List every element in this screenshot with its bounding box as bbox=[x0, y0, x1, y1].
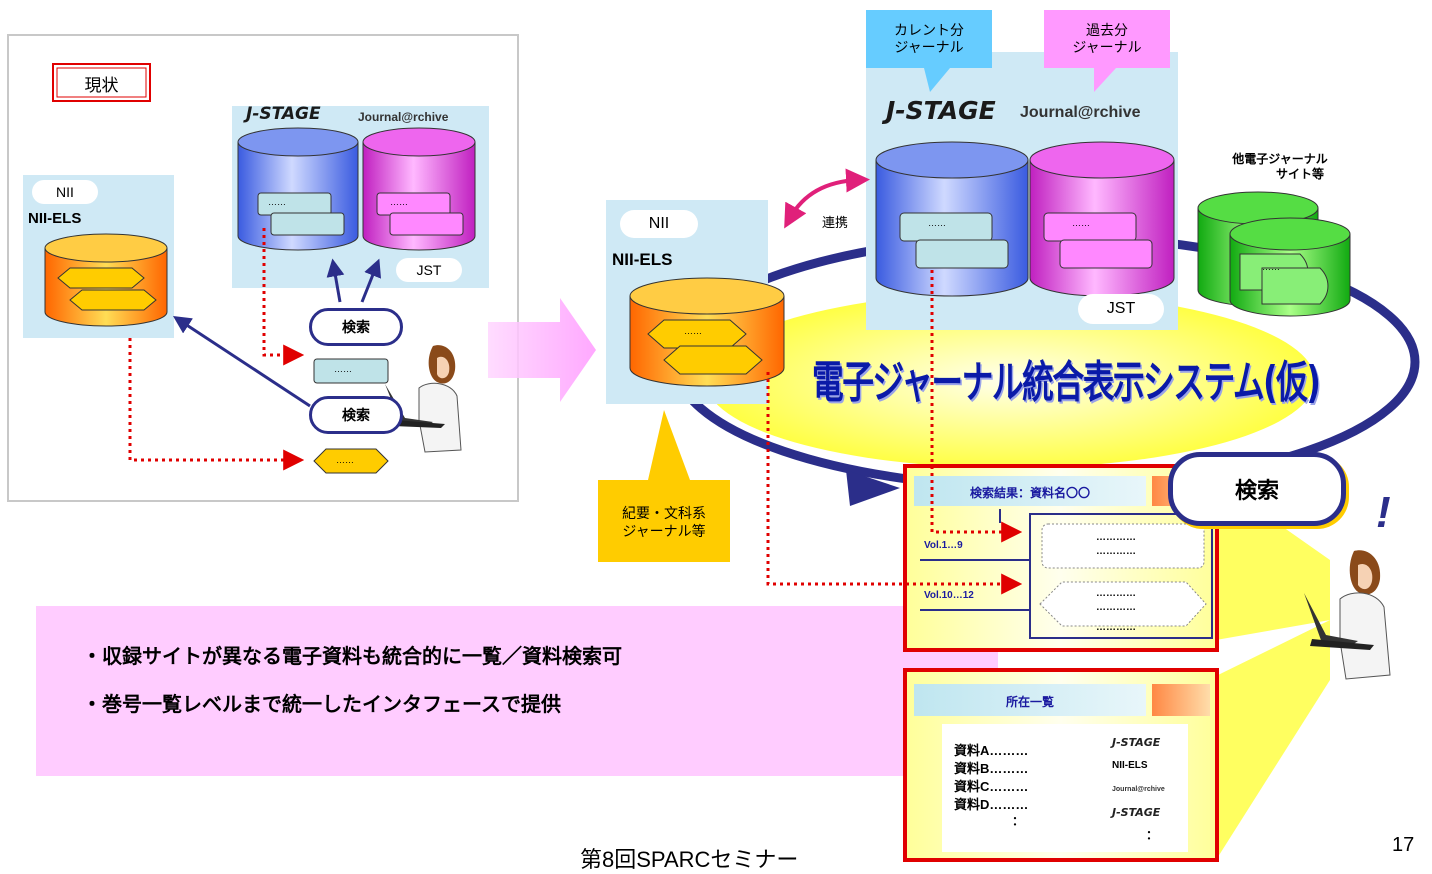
link-label: 連携 bbox=[822, 215, 849, 230]
bullet-1: ・収録サイトが異なる電子資料も統合的に一覧／資料検索可 bbox=[82, 646, 622, 668]
callout-past-text: 過去分 ジャーナル bbox=[1072, 22, 1142, 55]
callout-current-text: カレント分 ジャーナル bbox=[894, 22, 964, 55]
seminar-footer: 第8回SPARCセミナー bbox=[580, 847, 799, 872]
result-card-left bbox=[313, 358, 389, 384]
jst-label-right: JST bbox=[1106, 300, 1136, 317]
page-number: 17 bbox=[1392, 834, 1415, 856]
vol-range-2[interactable]: Vol.10…12 bbox=[924, 590, 974, 601]
person-right bbox=[1304, 550, 1391, 680]
holdings-source-b[interactable]: NII-ELS bbox=[1112, 760, 1148, 771]
holdings-source-a[interactable]: J-STAGE bbox=[1112, 736, 1161, 749]
db-entry-dots: …… bbox=[928, 218, 946, 228]
db-entry-dots: …… bbox=[684, 326, 702, 336]
status-frame bbox=[52, 63, 151, 102]
jst-label-left: JST bbox=[416, 262, 442, 278]
search-button-right[interactable]: 検索 bbox=[1168, 452, 1346, 526]
holdings-ellipsis: ： bbox=[1146, 828, 1159, 842]
link-arrow bbox=[784, 168, 870, 229]
nii-badge-right bbox=[620, 210, 698, 238]
result-dots: ………… bbox=[1096, 602, 1136, 613]
holdings-row-c[interactable]: 資料C……… bbox=[954, 779, 1029, 794]
results-title: 検索結果：資料名〇〇 bbox=[969, 486, 1090, 500]
holdings-source-c[interactable]: Journal@rchive bbox=[1112, 786, 1165, 793]
jst-badge-right bbox=[1078, 294, 1164, 324]
holdings-title: 所在一覧 bbox=[1005, 695, 1054, 709]
holdings-row-a[interactable]: 資料A……… bbox=[954, 743, 1029, 758]
jst-badge-left bbox=[396, 258, 462, 282]
nii-label-left: NII bbox=[56, 184, 74, 200]
holdings-row-b[interactable]: 資料B……… bbox=[954, 761, 1029, 776]
holdings-row-d[interactable]: 資料D……… bbox=[954, 797, 1029, 812]
status-label: 現状 bbox=[84, 76, 119, 95]
vol-range-1[interactable]: Vol.1…9 bbox=[924, 540, 963, 551]
archive-logo-right: Journal@rchive bbox=[1020, 104, 1141, 121]
search-button-left-bottom[interactable]: 検索 bbox=[309, 396, 403, 434]
bullets-band bbox=[36, 606, 998, 776]
person-left bbox=[385, 345, 462, 453]
result-hex-left bbox=[313, 448, 389, 474]
result-dots-left: …… bbox=[336, 455, 354, 465]
callout-bulletin-text: 紀要・文科系 ジャーナル等 bbox=[622, 505, 706, 539]
result-dots: ………… bbox=[1096, 546, 1136, 557]
result-dots-left: …… bbox=[334, 364, 352, 374]
callout-past bbox=[1044, 10, 1170, 92]
db-entry-dots: …… bbox=[1262, 262, 1280, 272]
bullet-2: ・巻号一覧レベルまで統一したインタフェースで提供 bbox=[82, 694, 561, 716]
db-entry-dots: …… bbox=[390, 197, 408, 207]
db-entry-dots: …… bbox=[268, 197, 286, 207]
system-ellipse bbox=[705, 292, 1315, 468]
holdings-ellipsis: ： bbox=[1012, 814, 1025, 828]
niiels-label-left: NII-ELS bbox=[28, 210, 82, 227]
jstage-logo-right: J-STAGE bbox=[886, 96, 996, 125]
callout-bulletin bbox=[598, 410, 730, 562]
exclamation-mark: ! bbox=[1376, 488, 1391, 537]
niiels-label-right: NII-ELS bbox=[612, 250, 673, 269]
db-entry-dots: …… bbox=[1072, 218, 1090, 228]
search-button-left-top[interactable]: 検索 bbox=[309, 308, 403, 346]
nii-label-right: NII bbox=[648, 215, 670, 232]
holdings-source-d[interactable]: J-STAGE bbox=[1112, 806, 1161, 819]
transition-arrow bbox=[488, 298, 596, 402]
jstage-logo-left: J-STAGE bbox=[246, 104, 321, 124]
other-sites-label: 他電子ジャーナル サイト等 bbox=[1232, 152, 1328, 181]
result-dots: ………… bbox=[1096, 532, 1136, 543]
nii-badge-left bbox=[32, 180, 98, 204]
search-label: 検索 bbox=[1234, 478, 1279, 503]
system-title: 電子ジャーナル統合表示システム(仮) bbox=[812, 357, 1321, 408]
callout-current bbox=[866, 10, 992, 92]
result-dots: ………… bbox=[1096, 622, 1136, 633]
holdings-card bbox=[903, 668, 1219, 862]
archive-logo-left: Journal@rchive bbox=[358, 110, 449, 124]
result-dots: ………… bbox=[1096, 588, 1136, 599]
other-sites-db bbox=[1197, 191, 1351, 317]
